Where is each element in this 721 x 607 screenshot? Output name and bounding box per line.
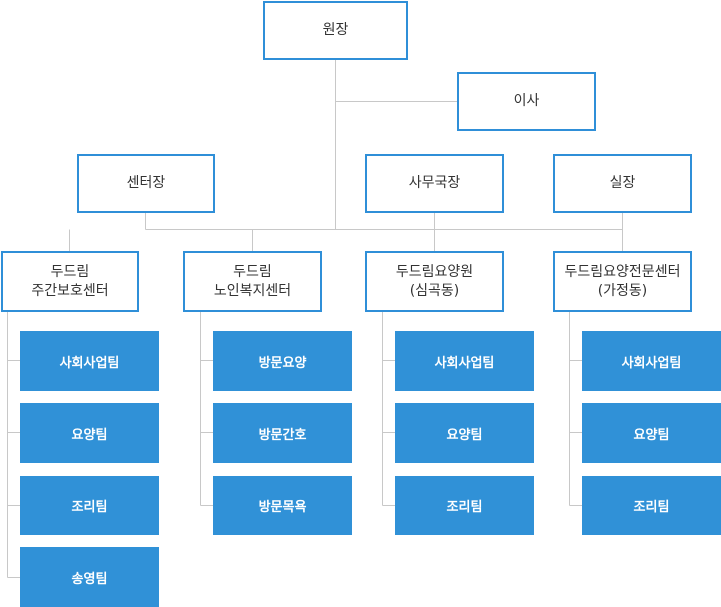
division-box-1: 두드림 주간보호센터 (1, 251, 139, 312)
division-box-4: 두드림요양전문센터 (가정동) (553, 251, 692, 312)
division-line2: (가정동) (597, 282, 648, 299)
team-box: 사회사업팀 (20, 331, 159, 391)
division-line2: (심곡동) (409, 282, 460, 299)
team-box: 방문목욕 (213, 476, 352, 535)
division-line1: 두드림요양원 (395, 263, 474, 280)
division-box-2: 두드림 노인복지센터 (183, 251, 322, 312)
team-box: 방문요양 (213, 331, 352, 391)
division-box-3: 두드림요양원 (심곡동) (365, 251, 504, 312)
office-head-box: 실장 (553, 154, 692, 213)
division-line2: 주간보호센터 (31, 282, 109, 299)
division-line1: 두드림 (50, 263, 90, 280)
team-box: 요양팀 (20, 403, 159, 463)
secretary-label: 사무국장 (408, 175, 461, 191)
team-box: 조리팀 (20, 476, 159, 535)
division-line1: 두드림요양전문센터 (564, 263, 681, 280)
division-line2: 노인복지센터 (213, 282, 292, 299)
secretary-box: 사무국장 (365, 154, 504, 213)
team-box: 사회사업팀 (395, 331, 534, 391)
division-line1: 두드림 (233, 263, 272, 280)
board-box: 이사 (457, 72, 596, 131)
team-box: 요양팀 (582, 403, 721, 463)
team-box: 방문간호 (213, 403, 352, 463)
team-box: 조리팀 (395, 476, 534, 535)
center-head-label: 센터장 (126, 175, 166, 191)
team-box: 사회사업팀 (582, 331, 721, 391)
team-box: 조리팀 (582, 476, 721, 535)
team-box: 요양팀 (395, 403, 534, 463)
office-head-label: 실장 (609, 175, 636, 191)
director-label: 원장 (322, 22, 349, 38)
center-head-box: 센터장 (77, 154, 215, 213)
director-box: 원장 (263, 1, 408, 60)
board-label: 이사 (513, 93, 540, 109)
team-box: 송영팀 (20, 547, 159, 607)
